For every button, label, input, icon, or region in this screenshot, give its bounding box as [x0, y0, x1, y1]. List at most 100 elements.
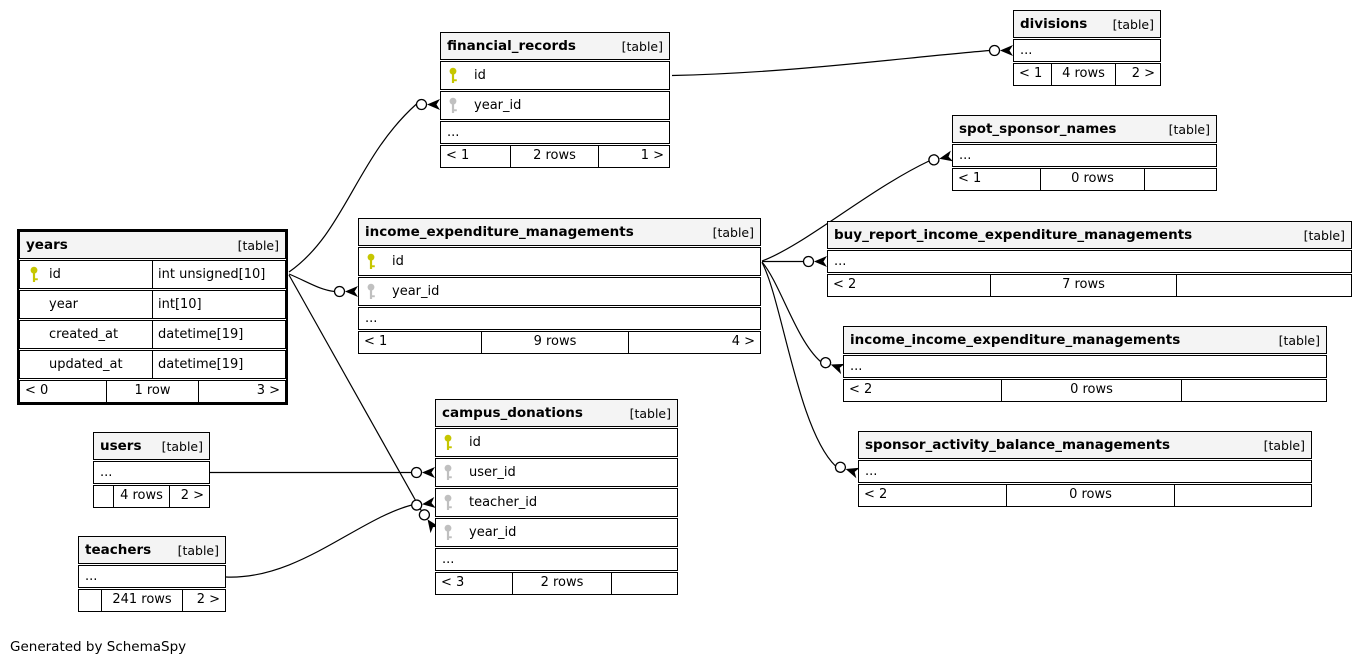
table-header[interactable]: divisions [table] [1013, 10, 1161, 38]
footer-parents: < 0 [20, 381, 107, 402]
table-header[interactable]: buy_report_income_expenditure_management… [827, 221, 1352, 249]
footer-rowcount: 241 rows [102, 590, 183, 611]
table-name[interactable]: income_expenditure_managements [365, 224, 634, 240]
foreign-key-icon [444, 524, 452, 540]
table-divisions[interactable]: divisions [table] ... < 1 4 rows 2 > [1013, 10, 1161, 86]
column-type: datetime[19] [158, 327, 244, 342]
table-name[interactable]: divisions [1020, 16, 1088, 32]
ellipsis-row[interactable]: ... [440, 121, 670, 144]
ellipsis-row[interactable]: ... [843, 355, 1327, 378]
ellipsis-text: ... [959, 148, 972, 163]
table-header[interactable]: financial_records [table] [440, 32, 670, 60]
generator-credit: Generated by SchemaSpy [10, 639, 187, 655]
table-header[interactable]: spot_sponsor_names [table] [952, 115, 1217, 143]
foreign-key-icon [449, 97, 457, 113]
table-tag: [table] [237, 237, 279, 253]
table-name[interactable]: years [26, 237, 68, 253]
column-row-id[interactable]: id [440, 61, 670, 90]
primary-key-icon [449, 67, 457, 83]
ellipsis-text: ... [85, 569, 98, 584]
column-name: year_id [392, 284, 440, 299]
crow-foot-marker [415, 98, 440, 111]
ellipsis-row[interactable]: ... [358, 307, 761, 330]
crow-foot-marker [411, 497, 436, 511]
table-teachers[interactable]: teachers [table] ... 241 rows 2 > [78, 536, 226, 612]
spacer-icon [28, 296, 40, 313]
table-sponsor-activity-balance-managements[interactable]: sponsor_activity_balance_managements [ta… [858, 431, 1312, 507]
table-tag: [table] [1278, 332, 1320, 348]
footer-parents [94, 486, 114, 507]
ellipsis-row[interactable]: ... [827, 250, 1352, 273]
table-name[interactable]: campus_donations [442, 405, 583, 421]
table-name[interactable]: financial_records [447, 38, 576, 54]
relationship-line-years-campus-donations [288, 274, 423, 512]
table-name[interactable]: users [100, 438, 142, 454]
table-spot-sponsor-names[interactable]: spot_sponsor_names [table] ... < 1 0 row… [952, 115, 1217, 191]
column-row-year-id[interactable]: year_id [358, 277, 761, 306]
table-campus-donations[interactable]: campus_donations [table] id user_id teac… [435, 399, 678, 595]
footer-children [1175, 485, 1311, 506]
table-footer: < 1 0 rows [952, 168, 1217, 191]
column-row-id[interactable]: id int unsigned[10] [19, 260, 286, 289]
footer-children: 2 > [180, 488, 204, 503]
ellipsis-text: ... [834, 254, 847, 269]
table-name[interactable]: income_income_expenditure_managements [850, 332, 1181, 348]
table-footer: < 0 1 row 3 > [19, 380, 286, 403]
column-row-year-id[interactable]: year_id [435, 518, 678, 547]
footer-parents: < 1 [441, 146, 511, 167]
relationship-line-financial-records-divisions [671, 49, 990, 77]
footer-rowcount: 2 rows [513, 573, 612, 594]
table-tag: [table] [1168, 121, 1210, 137]
column-row-teacher-id[interactable]: teacher_id [435, 488, 678, 517]
column-row-user-id[interactable]: user_id [435, 458, 678, 487]
footer-parents: < 2 [844, 380, 1002, 401]
ellipsis-row[interactable]: ... [1013, 39, 1161, 62]
table-name[interactable]: sponsor_activity_balance_managements [865, 437, 1170, 453]
table-footer: < 1 9 rows 4 > [358, 331, 761, 354]
table-income-income-expenditure-managements[interactable]: income_income_expenditure_managements [t… [843, 326, 1327, 402]
column-name: year [49, 297, 79, 312]
table-tag: [table] [161, 438, 203, 454]
table-header[interactable]: income_income_expenditure_managements [t… [843, 326, 1327, 354]
column-row-id[interactable]: id [358, 247, 761, 276]
table-header[interactable]: years [table] [19, 231, 286, 259]
table-header[interactable]: campus_donations [table] [435, 399, 678, 427]
ellipsis-row[interactable]: ... [78, 565, 226, 588]
ellipsis-row[interactable]: ... [952, 144, 1217, 167]
column-row-year[interactable]: year int[10] [19, 290, 286, 319]
table-years[interactable]: years [table] id int unsigned[10] year i… [17, 229, 288, 405]
column-name-cell: id [20, 261, 153, 288]
table-header[interactable]: users [table] [93, 432, 210, 460]
table-financial-records[interactable]: financial_records [table] id year_id ...… [440, 32, 670, 168]
column-row-updated-at[interactable]: updated_at datetime[19] [19, 350, 286, 379]
ellipsis-row[interactable]: ... [93, 461, 210, 484]
ellipsis-text: ... [365, 311, 378, 326]
column-name-cell: updated_at [20, 351, 153, 378]
ellipsis-text: ... [442, 552, 455, 567]
ellipsis-row[interactable]: ... [435, 548, 678, 571]
table-buy-report-income-expenditure-managements[interactable]: buy_report_income_expenditure_management… [827, 221, 1352, 297]
table-name[interactable]: spot_sponsor_names [959, 121, 1117, 137]
column-type: datetime[19] [158, 357, 244, 372]
ellipsis-row[interactable]: ... [858, 460, 1312, 483]
column-row-created-at[interactable]: created_at datetime[19] [19, 320, 286, 349]
column-row-id[interactable]: id [435, 428, 678, 457]
relationship-line-teachers-campus-donations [225, 504, 412, 578]
table-header[interactable]: teachers [table] [78, 536, 226, 564]
foreign-key-icon [444, 464, 452, 480]
table-users[interactable]: users [table] ... 4 rows 2 > [93, 432, 210, 508]
footer-children [1177, 275, 1351, 296]
table-name[interactable]: teachers [85, 542, 152, 558]
table-tag: [table] [629, 405, 671, 421]
table-income-expenditure-managements[interactable]: income_expenditure_managements [table] i… [358, 218, 761, 354]
table-name[interactable]: buy_report_income_expenditure_management… [834, 227, 1193, 243]
table-header[interactable]: sponsor_activity_balance_managements [ta… [858, 431, 1312, 459]
table-footer: < 3 2 rows [435, 572, 678, 595]
crow-foot-marker [988, 44, 1013, 57]
table-header[interactable]: income_expenditure_managements [table] [358, 218, 761, 246]
ellipsis-text: ... [1020, 43, 1033, 58]
table-tag: [table] [621, 38, 663, 54]
column-row-year-id[interactable]: year_id [440, 91, 670, 120]
table-footer: < 2 7 rows [827, 274, 1352, 297]
footer-children: 4 > [731, 334, 755, 349]
